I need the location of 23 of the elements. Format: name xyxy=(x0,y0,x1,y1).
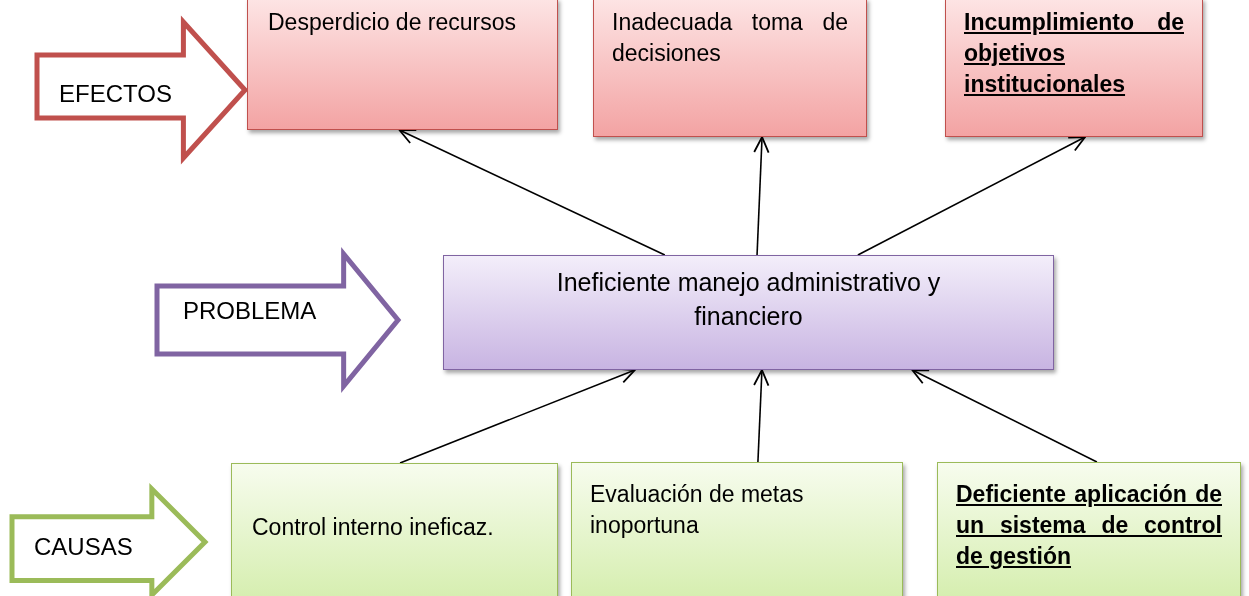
arrow xyxy=(753,369,770,463)
arrow xyxy=(753,136,770,256)
box-text: Evaluación de metas inoportuna xyxy=(590,480,805,541)
effect-box xyxy=(945,0,1203,137)
arrow-label: EFECTOS xyxy=(59,80,172,108)
arrow xyxy=(398,129,666,256)
cause-box xyxy=(231,463,558,596)
box-text: Inadecuada toma de decisiones xyxy=(612,8,848,69)
box-text: Deficiente aplicación de un sistema de control de gestión xyxy=(956,480,1222,572)
cause-box xyxy=(571,462,903,596)
arrow-label: PROBLEMA xyxy=(183,297,317,325)
arrow xyxy=(399,368,636,464)
problem-box xyxy=(443,255,1054,370)
arrow-label: CAUSAS xyxy=(34,533,133,561)
box-text: Control interno ineficaz. xyxy=(252,513,495,542)
box-text: Incumplimiento de objetivos institucionales xyxy=(964,8,1184,100)
effect-box xyxy=(247,0,558,130)
cause-box xyxy=(937,462,1241,596)
arrow xyxy=(857,136,1086,256)
box-text: Ineficiente manejo administrativo y financiero xyxy=(555,267,942,332)
effect-box xyxy=(593,0,867,137)
box-text: Desperdicio de recursos xyxy=(268,8,517,37)
arrow xyxy=(911,369,1098,463)
